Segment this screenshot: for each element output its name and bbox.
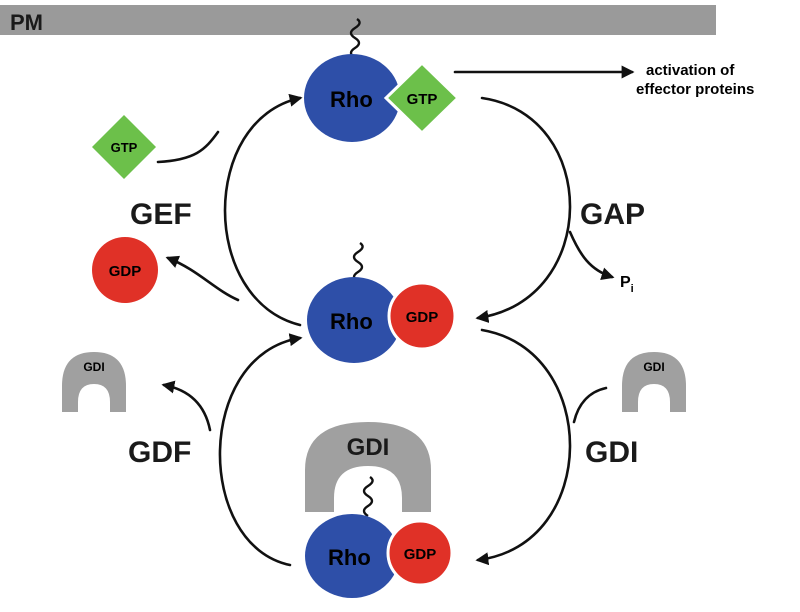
free-gtp-label: GTP <box>111 140 138 155</box>
gap-label: GAP <box>580 198 645 231</box>
gdp-release-arrow <box>165 255 240 302</box>
gdi-bound-label: GDI <box>347 434 390 461</box>
gdp-bound-circle-bottom: GDP <box>386 519 454 587</box>
free-gdp-label: GDP <box>109 263 142 280</box>
rho-protein-sequestered <box>305 514 399 598</box>
gef-arrow <box>223 93 303 327</box>
effector-text-line2: effector proteins <box>636 81 754 98</box>
rho-protein-inactive <box>307 277 401 363</box>
phosphate-subscript: i <box>631 283 634 295</box>
gdp-bound-label-bottom: GDP <box>404 546 437 563</box>
membrane-label: PM <box>10 10 43 35</box>
gdf-arrow <box>218 333 303 567</box>
gtp-bound-label: GTP <box>407 91 438 108</box>
released-gdi-label: GDI <box>83 360 104 374</box>
gdi-arrow <box>475 328 572 566</box>
gdi-regulator-label: GDI <box>585 436 638 469</box>
gdi-entry-arrow <box>572 386 608 424</box>
gdi-bound-arch <box>305 422 431 512</box>
effector-text-line1: activation of <box>646 62 735 79</box>
lipid-anchor-middle <box>352 242 364 284</box>
rho-label-active: Rho <box>330 87 373 112</box>
gdf-label: GDF <box>128 436 191 469</box>
rho-label-inactive: Rho <box>330 309 373 334</box>
incoming-gdi-arch <box>622 352 686 412</box>
gap-arrow <box>475 96 572 323</box>
gdp-bound-circle: GDP <box>387 281 457 351</box>
gdi-release-arrow <box>161 380 212 432</box>
incoming-gdi-label: GDI <box>643 360 664 374</box>
lipid-anchor-top <box>349 18 361 60</box>
rho-protein-active <box>304 54 400 142</box>
gdp-bound-label: GDP <box>406 309 439 326</box>
phosphate-release-arrow <box>568 230 615 281</box>
gtp-entry-arrow <box>156 130 220 164</box>
rho-label-sequestered: Rho <box>328 545 371 570</box>
lipid-anchor-bottom <box>362 476 374 518</box>
free-gdp-circle: GDP <box>92 237 158 303</box>
phosphate-label: Pi <box>620 274 634 295</box>
free-gtp-diamond: GTP <box>92 115 156 179</box>
released-gdi-arch <box>62 352 126 412</box>
gtp-bound-diamond: GTP <box>383 60 461 136</box>
phosphate-main: P <box>620 274 631 291</box>
gef-label: GEF <box>130 198 192 231</box>
